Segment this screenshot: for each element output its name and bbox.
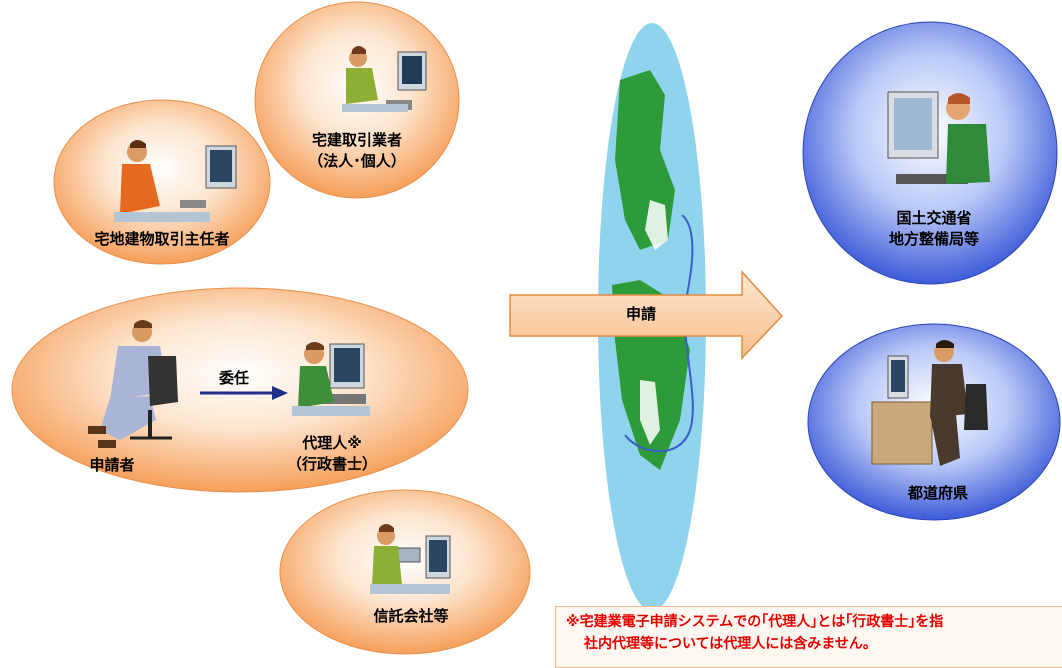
agent-label-line1: 代理人※ [302, 434, 362, 452]
dealer-label: 宅建取引業者 （法人･個人） [307, 130, 407, 172]
applicant-agent-ellipse [11, 287, 469, 493]
agent-person-icon [292, 342, 370, 416]
mlit-label: 国土交通省 地方整備局等 [874, 208, 994, 250]
footnote-line2: 社内代理等については代理人には含みません。 [584, 636, 877, 652]
prefecture-label: 都道府県 [907, 484, 968, 502]
manager-ellipse [53, 99, 271, 265]
mlit-label-line2: 地方整備局等 [888, 230, 979, 248]
flow-label: 申請 [625, 305, 656, 323]
trust-person-icon [370, 524, 451, 594]
dealer-label-line1: 宅建取引業者 [311, 131, 402, 149]
agent-label-line2: （行政書士） [286, 455, 377, 473]
dealer-label-line2: （法人･個人） [308, 152, 406, 170]
mlit-person-icon [887, 91, 990, 184]
manager-person-icon [114, 140, 237, 222]
delegation-arrow [200, 386, 288, 400]
applicant-person-icon [88, 320, 178, 448]
trust-ellipse [279, 489, 531, 655]
mlit-label-line1: 国土交通省 [896, 209, 972, 227]
agent-label: 代理人※ （行政書士） [272, 433, 392, 475]
footnote-line1: ※宅建業電子申請システムでの｢代理人｣とは｢行政書士｣を指 [566, 614, 944, 630]
applicant-label: 申請者 [89, 456, 135, 474]
manager-label: 宅地建物取引主任者 [94, 230, 230, 248]
delegation-label: 委任 [218, 369, 249, 387]
trust-label: 信託会社等 [373, 607, 449, 625]
application-arrow [509, 270, 784, 360]
prefecture-person-icon [871, 340, 988, 466]
dealer-person-icon [342, 46, 427, 112]
